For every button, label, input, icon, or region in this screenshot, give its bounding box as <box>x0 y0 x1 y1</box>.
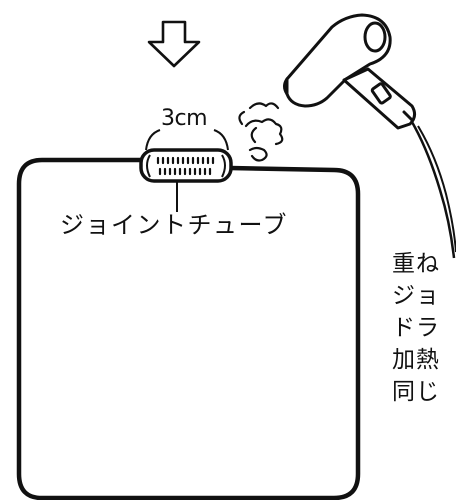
hot-air-icon <box>238 102 284 162</box>
side-note-line: ドラ <box>392 315 440 341</box>
joint-tube-label: ジョイントチューブ <box>60 211 289 239</box>
down-arrow-icon <box>147 20 201 68</box>
side-note: 重ね ジョ ドラ 加熱 同じ <box>392 248 456 438</box>
dryer-cord <box>410 121 456 259</box>
dimension-label: 3cm <box>161 106 208 131</box>
side-note-line: 加熱 <box>392 347 440 373</box>
dimension-bracket <box>145 129 229 151</box>
side-note-line: ジョ <box>392 283 440 309</box>
side-note-line: 重ね <box>392 251 440 277</box>
bag-outline <box>16 157 361 500</box>
hair-dryer-icon <box>283 13 417 130</box>
side-note-line: 同じ <box>392 379 440 405</box>
joint-tube <box>139 148 233 183</box>
dryer-cord-outer <box>417 125 456 253</box>
